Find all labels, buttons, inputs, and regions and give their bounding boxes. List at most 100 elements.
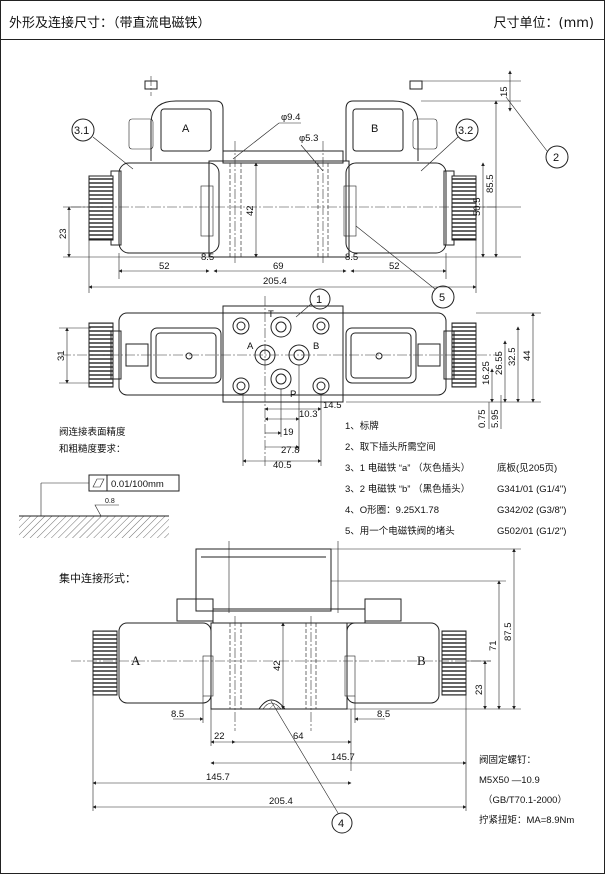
mount-hole-3 [232, 377, 250, 395]
dim-hole-dia: φ9.4 [281, 112, 300, 123]
dim-plan-19: 19 [283, 427, 294, 438]
solenoid-right-body [345, 162, 447, 254]
dim-top-50-5: 50.5 [472, 198, 483, 217]
dim-plan-32-5: 32.5 [507, 348, 518, 367]
note-3-2: 3、2 电磁铁 “b” （黑色插头） [345, 483, 470, 495]
callout-2 [545, 145, 569, 169]
dim-top-69: 69 [273, 261, 284, 272]
surface-hatch [19, 516, 169, 538]
surface-req-line1: 阀连接表面精度 [59, 426, 126, 438]
roughness-value: 0.8 [105, 498, 115, 505]
note-1: 1、标牌 [345, 420, 379, 432]
dim-plan-16-25: 16.25 [481, 361, 492, 385]
dim-top-205-4: 205.4 [263, 276, 287, 287]
dim-plan-31: 31 [56, 350, 67, 361]
callout-4 [331, 812, 353, 834]
dim-bottom-8-5-left: 8.5 [171, 709, 184, 720]
coil-letter-a: A [182, 123, 190, 135]
knurl-nut-right [451, 175, 477, 241]
dim-bottom-23: 23 [474, 684, 485, 695]
plug-right [345, 100, 419, 161]
plan-body [118, 312, 447, 396]
dim-plan-5-95: 5.95 [490, 410, 501, 429]
dim-bottom-145-7-a: 145.7 [331, 752, 355, 763]
port-t [270, 316, 292, 338]
plug-right-gland [412, 118, 438, 150]
note-3-2-right: G341/01 (G1/4") [497, 484, 566, 495]
flatness-symbol [92, 478, 105, 488]
port-p [270, 368, 292, 390]
callout-3-1 [71, 118, 95, 142]
dim-plan-0-75: 0.75 [477, 410, 488, 429]
note-5-right: G502/01 (G1/2") [497, 526, 566, 537]
valve-block-top [222, 150, 344, 164]
note-5: 5、用一个电磁铁阀的堵头 [345, 525, 455, 537]
header-title: 外形及连接尺寸：（带直流电磁铁） [9, 16, 211, 31]
note-2: 2、取下插头所需空间 [345, 441, 436, 453]
note-3-1-right: 底板(见205页) [497, 462, 557, 474]
valve-block [208, 160, 350, 258]
roughness-symbol [94, 504, 119, 517]
top-view: A B φ9.4 φ5 [58, 70, 569, 309]
dim-bottom-205-4: 205.4 [269, 796, 293, 807]
bottom-view: 集中连接形式： A [59, 541, 521, 834]
fastener-title: 阀固定螺钉： [479, 754, 536, 766]
bottom-view-title: 集中连接形式： [59, 571, 136, 585]
dim-bottom-42: 42 [272, 660, 283, 671]
fastener-standard: （GB/T70.1-2000） [483, 794, 567, 806]
header-bar: 外形及连接尺寸：（带直流电磁铁） 尺寸单位：(mm) [1, 1, 604, 40]
callout-5-text: 5 [439, 292, 445, 304]
bottom-coil-b: B [417, 653, 426, 668]
plug-right-inner [352, 108, 404, 152]
plug-left-gland [128, 118, 154, 150]
dim-top-8-5-left: 8.5 [201, 252, 214, 263]
header-unit: 尺寸单位：(mm) [493, 16, 594, 31]
note-3-1: 3、1 电磁铁 “a” （灰色插头） [345, 462, 470, 474]
plug-block [195, 548, 332, 612]
gland-right [364, 598, 402, 622]
callout-2-text: 2 [553, 152, 559, 164]
callout-3-2-text: 3.2 [458, 125, 473, 137]
dim-plan-44: 44 [522, 350, 533, 361]
mount-hole-4 [312, 377, 330, 395]
dim-plan-14-5: 14.5 [323, 400, 342, 411]
dim-top-8-5-right: 8.5 [345, 252, 358, 263]
dim-top-23: 23 [58, 228, 69, 239]
flange-left [200, 185, 214, 237]
dim-top-15: 15 [499, 86, 510, 97]
bottom-knurl-left [92, 630, 118, 696]
dim-top-52-right: 52 [389, 261, 400, 272]
port-face [222, 305, 344, 403]
port-label-a: A [247, 341, 254, 352]
callout-1 [309, 288, 331, 310]
dim-top-85-5: 85.5 [485, 175, 496, 194]
callout-1-text: 1 [316, 294, 322, 306]
dim-top-42: 42 [245, 205, 256, 216]
surface-req-line2: 和粗糙度要求： [59, 443, 126, 455]
port-label-t: T [268, 309, 274, 320]
callout-3-1-text: 3.1 [74, 125, 89, 137]
fastener-spec: 阀固定螺钉： M5X50 —10.9 （GB/T70.1-2000） 拧紧扭矩：… [479, 754, 574, 826]
mount-hole-1 [232, 317, 250, 335]
fastener-spec-line: M5X50 —10.9 [479, 775, 540, 786]
plug-right-screw [409, 80, 423, 90]
callout-3-2 [455, 118, 479, 142]
flatness-value: 0.01/100mm [111, 479, 164, 490]
dim-top-52-left: 52 [159, 261, 170, 272]
dim-plan-26-55: 26.55 [494, 351, 505, 375]
port-label-b: B [313, 341, 319, 352]
bottom-knurl-right [441, 630, 467, 696]
gland-left [176, 598, 214, 622]
solenoid-left-body [118, 162, 220, 254]
plug-left [150, 100, 224, 161]
note-4: 4、O形圈：9.25X1.78 [345, 504, 439, 516]
flange-right [343, 185, 357, 237]
dim-bottom-145-7-b: 145.7 [206, 772, 230, 783]
plan-plug-left [150, 327, 222, 384]
fastener-torque: 拧紧扭矩：MA=8.9Nm [479, 814, 574, 826]
notes-list: 1、标牌 2、取下插头所需空间 3、1 电磁铁 “a” （灰色插头） 底板(见2… [345, 420, 566, 537]
dim-bore-dia: φ5.3 [299, 133, 318, 144]
dim-plan-27-8: 27.8 [281, 445, 300, 456]
coil-letter-b: B [371, 123, 378, 135]
plan-view: T A B P 1 31 44 32.5 26.55 16.25 [56, 288, 541, 471]
